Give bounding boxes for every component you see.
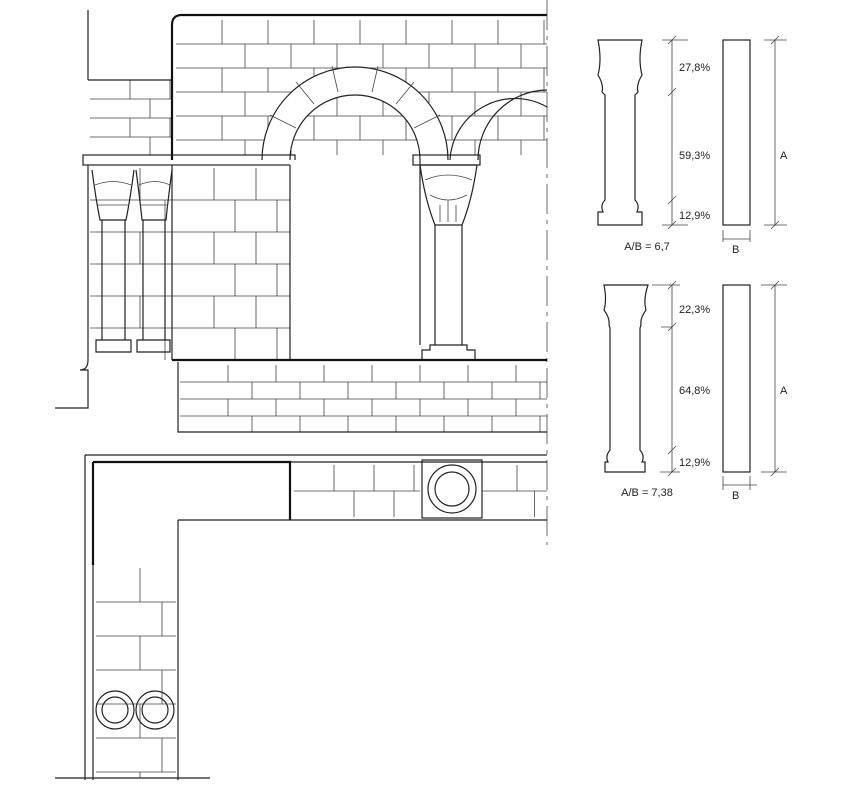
column-1-shaft-pct: 59,3% <box>679 150 710 162</box>
right-shaft <box>434 225 463 345</box>
arch-mask <box>262 67 448 160</box>
column-1-dim-line <box>662 35 688 230</box>
cloister-plan <box>55 454 547 780</box>
left-paired-columns <box>91 169 173 353</box>
column-1-profile <box>597 39 643 226</box>
plinth-outline <box>177 362 547 433</box>
plan-inner <box>92 519 547 780</box>
plan-outer <box>84 454 547 780</box>
right-column <box>419 164 478 361</box>
column-2-ratio: A/B = 7,38 <box>621 487 673 499</box>
column-1-height-label: A <box>780 150 788 162</box>
right-base <box>421 344 476 361</box>
column-1-height-dim <box>764 35 787 230</box>
plan-column-1 <box>95 690 135 730</box>
plan-column-1-inner <box>101 696 129 724</box>
column-2-height-label: A <box>780 385 788 397</box>
brick-joints <box>90 20 547 778</box>
column-1-capital-pct: 27,8% <box>679 62 710 74</box>
column-diagram-1: 27,8% 59,3% 12,9% A B A/B = 6,7 <box>597 35 788 256</box>
column-2-capital-pct: 22,3% <box>679 304 710 316</box>
column-1-width-dim <box>722 230 751 242</box>
column-1-bounding-box <box>722 39 751 226</box>
column-2-bounding-box <box>722 284 751 473</box>
right-capital <box>419 164 478 226</box>
opening-jambs <box>289 160 421 360</box>
column-2-profile <box>603 284 649 473</box>
left-wall-edge <box>87 10 172 81</box>
column-2-base-pct: 12,9% <box>679 457 710 469</box>
wall-outline <box>170 13 547 160</box>
column-1-ratio: A/B = 6,7 <box>624 241 670 253</box>
plan-column-2-inner <box>141 696 169 724</box>
plan-column-2 <box>135 690 175 730</box>
cloister-elevation <box>55 0 548 545</box>
main-arch <box>261 66 449 161</box>
left-shafts <box>101 220 166 340</box>
medallion-outer <box>427 464 477 514</box>
column-1-width-label: B <box>732 244 739 256</box>
arch-opening <box>290 160 420 360</box>
arch-voussoirs <box>269 65 441 129</box>
medallion-frame <box>421 459 483 519</box>
column-diagram-2: 22,3% 64,8% 12,9% A B A/B = 7,38 <box>603 280 788 502</box>
column-2-dim-line <box>652 280 680 477</box>
column-2-shaft-pct: 64,8% <box>679 385 710 397</box>
second-arch <box>449 89 548 161</box>
column-2-width-dim <box>722 476 757 490</box>
medallion-inner <box>434 471 470 507</box>
left-capital-foliage <box>94 181 171 206</box>
masonry-courses <box>90 20 547 778</box>
capital-foliage <box>424 174 473 222</box>
left-pier-outline <box>55 165 173 409</box>
left-bases <box>95 339 171 353</box>
plan-pier <box>91 460 292 565</box>
column-1-base-pct: 12,9% <box>679 210 710 222</box>
column-2-width-label: B <box>732 490 739 502</box>
column-2-height-dim <box>761 280 787 477</box>
left-capitals <box>91 169 173 221</box>
